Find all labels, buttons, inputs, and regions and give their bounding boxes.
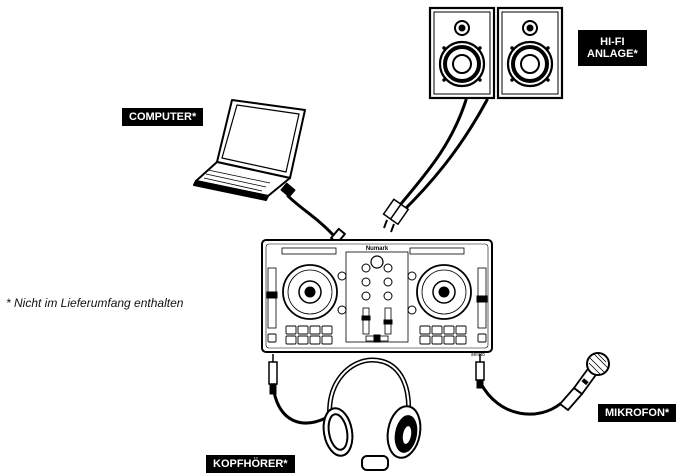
dj-controller-icon bbox=[261, 239, 493, 353]
mic-plug-icon bbox=[475, 354, 485, 389]
mic-cable bbox=[478, 380, 562, 416]
usb-cable bbox=[286, 194, 336, 238]
hifi-label: HI-FI ANLAGE* bbox=[578, 30, 647, 66]
footnote: * Nicht im Lieferumfang enthalten bbox=[6, 296, 184, 310]
microphone-icon bbox=[558, 352, 610, 412]
controller-software: serato bbox=[471, 352, 485, 358]
cables bbox=[272, 98, 562, 425]
headphones-label: KOPFHÖRER* bbox=[206, 455, 295, 473]
laptop-icon bbox=[193, 99, 346, 245]
headphone-plug-icon bbox=[268, 354, 278, 395]
headphone-cable bbox=[272, 390, 328, 425]
computer-label: COMPUTER* bbox=[122, 108, 204, 126]
hifi-label-line2: ANLAGE* bbox=[587, 48, 638, 60]
speaker-cable-right bbox=[398, 98, 489, 216]
speaker-cable-left bbox=[394, 98, 468, 212]
microphone-label: MIKROFON* bbox=[598, 404, 677, 422]
rca-plug-icon bbox=[382, 198, 410, 233]
hifi-label-line1: HI-FI bbox=[600, 36, 625, 48]
controller-brand: Numark bbox=[366, 246, 389, 252]
headphones-icon bbox=[322, 357, 422, 471]
speaker-icon bbox=[428, 6, 496, 100]
speaker-icon bbox=[496, 6, 564, 100]
